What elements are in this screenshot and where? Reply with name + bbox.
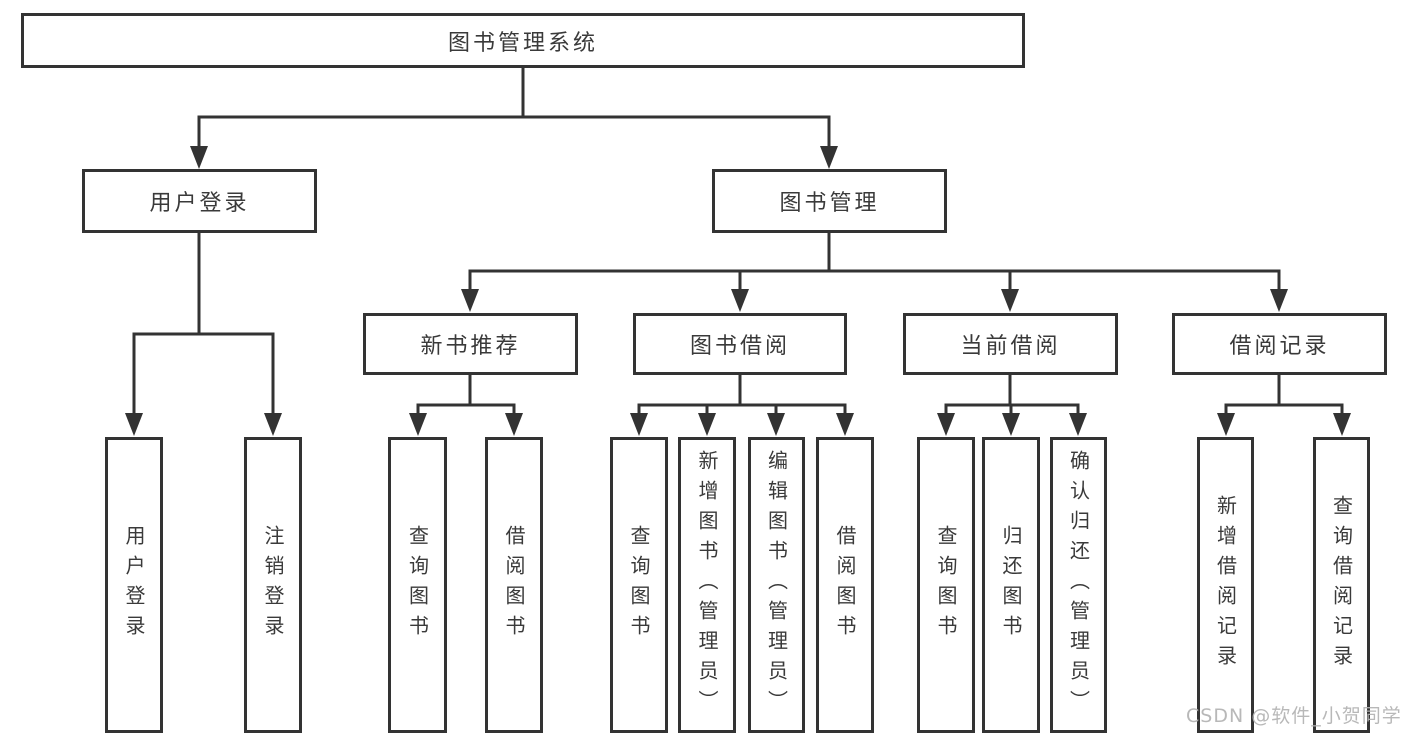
leaf-query-borrow-record: 查询借阅记录 [1313, 437, 1370, 733]
arrow-down-icon [1217, 413, 1235, 436]
node-label: 新增借阅记录 [1213, 495, 1238, 675]
node-label: 确认归还（管理员） [1066, 450, 1091, 720]
connector-root [197, 68, 831, 148]
node-label: 用户登录 [149, 191, 250, 216]
arrow-down-icon [264, 413, 282, 436]
leaf-edit-book-admin: 编辑图书（管理员） [748, 437, 805, 733]
connector-book-management-branch [468, 233, 1281, 293]
node-label: 借阅图书 [502, 525, 526, 645]
node-label: 用户登录 [122, 525, 146, 645]
arrow-down-icon [1270, 289, 1288, 312]
node-label: 图书借阅 [689, 334, 790, 359]
node-label: 图书管理 [779, 191, 880, 216]
arrow-down-icon [937, 413, 955, 436]
arrow-down-icon [820, 146, 838, 169]
arrow-down-icon [836, 413, 854, 436]
leaf-confirm-return-admin: 确认归还（管理员） [1050, 437, 1107, 733]
arrow-down-icon [1333, 413, 1351, 436]
leaf-user-login: 用户登录 [105, 437, 163, 733]
arrow-down-icon [698, 413, 716, 436]
leaf-query-books-current: 查询图书 [917, 437, 975, 733]
connector-new-book-recommend [416, 375, 516, 415]
node-label: 注销登录 [261, 525, 285, 645]
connector-book-borrow [637, 375, 847, 415]
node-label: 新书推荐 [420, 334, 521, 359]
arrow-down-icon [125, 413, 143, 436]
node-new-book-recommend: 新书推荐 [363, 313, 578, 375]
leaf-add-borrow-record: 新增借阅记录 [1197, 437, 1254, 733]
leaf-query-books-recommend: 查询图书 [388, 437, 447, 733]
leaf-borrow-books-recommend: 借阅图书 [485, 437, 543, 733]
connector-user-login-branch [132, 233, 275, 415]
arrow-down-icon [1069, 413, 1087, 436]
connector-borrow-records [1224, 375, 1344, 415]
leaf-query-books-borrow: 查询图书 [610, 437, 668, 733]
node-label: 查询图书 [405, 525, 430, 645]
arrow-down-icon [461, 289, 479, 312]
node-library-management-system: 图书管理系统 [21, 13, 1025, 68]
node-label: 新增图书（管理员） [695, 450, 719, 720]
arrow-down-icon [409, 413, 427, 436]
node-borrow-records: 借阅记录 [1172, 313, 1387, 375]
node-label: 编辑图书（管理员） [764, 450, 789, 720]
arrow-down-icon [731, 289, 749, 312]
leaf-borrow-books: 借阅图书 [816, 437, 874, 733]
leaf-logout-login: 注销登录 [244, 437, 302, 733]
node-book-borrow: 图书借阅 [633, 313, 847, 375]
node-label: 借阅图书 [833, 525, 857, 645]
leaf-return-book: 归还图书 [982, 437, 1040, 733]
node-label: 查询图书 [934, 525, 958, 645]
csdn-watermark: CSDN @软件_小贺同学 [1186, 705, 1402, 727]
node-label: 查询图书 [627, 525, 651, 645]
node-label: 查询借阅记录 [1329, 495, 1354, 675]
node-label: 图书管理系统 [447, 30, 598, 56]
node-label: 借阅记录 [1229, 334, 1330, 359]
arrow-down-icon [1002, 413, 1020, 436]
arrow-down-icon [630, 413, 648, 436]
arrow-down-icon [1001, 289, 1019, 312]
node-current-borrow: 当前借阅 [903, 313, 1118, 375]
node-label: 归还图书 [999, 525, 1023, 645]
arrow-down-icon [505, 413, 523, 436]
arrowheads [125, 146, 1351, 436]
connector-current-borrow [944, 375, 1080, 415]
node-user-login: 用户登录 [82, 169, 317, 233]
leaf-add-book-admin: 新增图书（管理员） [678, 437, 736, 733]
node-label: 当前借阅 [960, 334, 1061, 359]
arrow-down-icon [190, 146, 208, 169]
node-book-management: 图书管理 [712, 169, 947, 233]
arrow-down-icon [767, 413, 785, 436]
